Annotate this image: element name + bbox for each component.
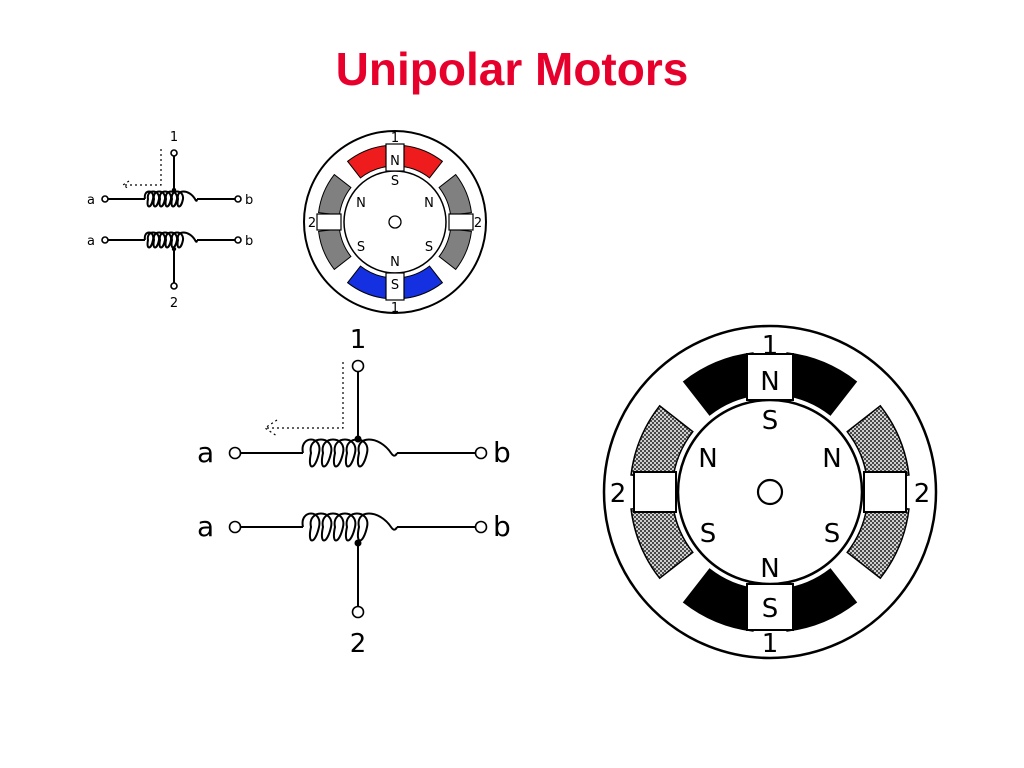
large-coil-lower: [301, 512, 398, 542]
large-shaft: [756, 478, 784, 506]
small-stator-bottom-pole: S: [391, 278, 399, 293]
small-rotor-top-pole: S: [391, 174, 399, 189]
small-stator-pole-right-lower: [438, 228, 472, 271]
small-stator-top-pole: N: [390, 154, 400, 169]
large-winding-right-label: 2: [914, 479, 931, 509]
small-shaft: [388, 215, 402, 229]
large-coil1-a-label: a: [197, 436, 214, 469]
large-coil1-b-label: b: [493, 436, 511, 469]
large-rotor-upper-right-pole: N: [822, 444, 841, 474]
large-winding-top-label: 1: [762, 331, 779, 361]
large-motor-diagram: 1 N S N S 1 2 2 N N S S: [602, 324, 938, 660]
schematic-coil-lower: [143, 231, 198, 249]
schematic-terminal-2-label: 2: [170, 296, 178, 311]
small-winding-top-label: 1: [391, 131, 399, 146]
schematic-coil1-a-label: a: [87, 193, 95, 208]
schematic-coil2-a-label: a: [87, 234, 95, 249]
small-rotor-upper-right-pole: N: [424, 196, 434, 211]
large-coil2-a-label: a: [197, 510, 214, 543]
small-rotor-lower-left-pole: S: [357, 240, 365, 255]
large-rotor-lower-right-pole: S: [824, 519, 841, 549]
large-winding-left-label: 2: [610, 479, 627, 509]
small-rotor-upper-left-pole: N: [356, 196, 366, 211]
large-terminal-1-label: 1: [350, 325, 367, 355]
large-rotor-top-pole: S: [762, 406, 779, 436]
schematic-coil2-b-label: b: [245, 234, 253, 249]
small-rotor-lower-right-pole: S: [425, 240, 433, 255]
large-rotor-upper-left-pole: N: [698, 444, 717, 474]
small-winding-bottom-label: 1: [391, 301, 399, 316]
large-coil2-b-label: b: [493, 510, 511, 543]
large-terminal-2-label: 2: [350, 629, 367, 659]
small-stator-pole-top-right: [401, 145, 444, 179]
schematic-terminal-2: [170, 282, 178, 290]
small-schematic: 1 a b a b 2: [87, 130, 253, 311]
small-stator-pole-left-upper: [318, 173, 352, 216]
large-stator-top-pole: N: [760, 367, 779, 397]
large-winding-bottom-label: 1: [762, 629, 779, 659]
large-stator-bottom-pole: S: [762, 594, 779, 624]
large-schematic: 1 a b a b 2: [197, 325, 511, 659]
large-stator-pole-left-upper: [630, 404, 694, 481]
large-stator-pole-right-lower: [846, 503, 910, 580]
schematic-coil1-b-label: b: [245, 193, 253, 208]
slide-title: Unipolar Motors: [335, 43, 689, 95]
schematic-terminal-1-label: 1: [170, 130, 178, 145]
schematic-coil-upper: [143, 190, 198, 208]
large-coil-upper: [301, 438, 398, 468]
small-stator-pole-bottom-left: [346, 265, 389, 299]
small-rotor-bottom-pole: N: [390, 255, 400, 270]
schematic-terminal-1: [170, 149, 178, 157]
small-winding-left-label: 2: [308, 216, 316, 231]
large-rotor-lower-left-pole: S: [700, 519, 717, 549]
small-winding-right-label: 2: [474, 216, 482, 231]
small-motor-diagram: 1 N S N S 1 2 2 N N S S: [303, 130, 487, 316]
large-rotor-bottom-pole: N: [760, 554, 779, 584]
